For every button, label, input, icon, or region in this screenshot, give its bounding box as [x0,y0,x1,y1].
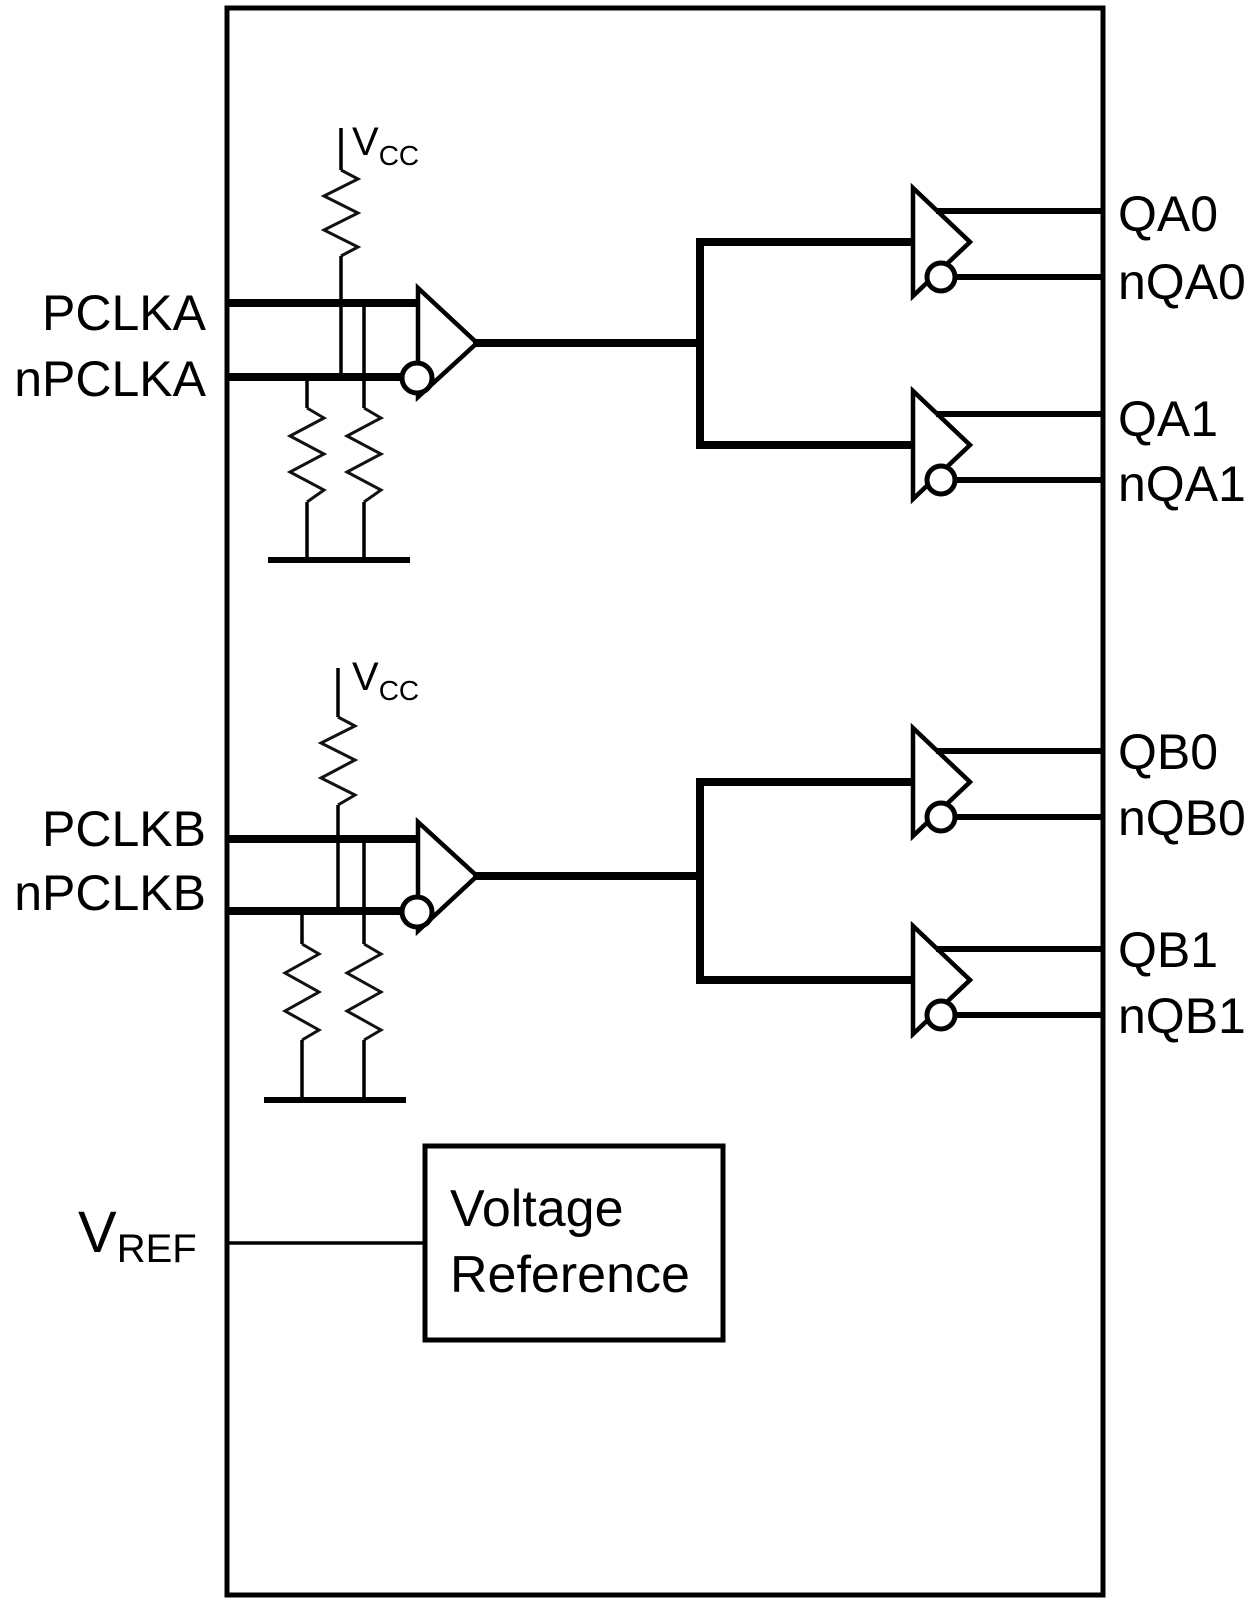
pulldown-resistor-a-left [286,406,328,504]
vcc-a-label: VCC [352,120,419,171]
nqa1-label: nQA1 [1118,456,1246,512]
qa1-label: QA1 [1118,391,1218,447]
nqb1-label: nQB1 [1118,988,1246,1044]
pclkb-label: PCLKB [42,801,206,857]
qb1-label: QB1 [1118,922,1218,978]
pclka-label: PCLKA [42,285,207,341]
voltage-reference-block [422,1143,726,1343]
input-buffer-a-invert-bubble [399,360,435,396]
channel-a [229,128,1103,563]
channel-b [229,668,1103,1103]
vcc-b-label-base: V [352,655,379,699]
output-buffer-qa1-invert-bubble [924,463,958,497]
vref-label-sub: REF [117,1227,197,1271]
npclka-label: nPCLKA [14,351,206,407]
pullup-resistor-a [320,168,362,258]
input-buffer-b-invert-bubble [399,894,435,930]
qb0-label: QB0 [1118,724,1218,780]
qa0-label: QA0 [1118,186,1218,242]
vcc-b-label-sub: CC [379,675,419,706]
voltage-reference-label-line2: Reference [450,1246,690,1304]
pulldown-resistor-a-right [343,406,385,504]
input-buffer-b [415,816,481,937]
output-buffer-qa0-invert-bubble [924,260,958,294]
nqb0-label: nQB0 [1118,790,1246,846]
nqa0-label: nQA0 [1118,254,1246,310]
pulldown-resistor-b-right [343,942,385,1042]
vcc-a-label-sub: CC [379,140,419,171]
pin-labels: PCLKA nPCLKA PCLKB nPCLKB VCC VCC VREF Q… [14,120,1246,1271]
pulldown-resistor-b-left [281,942,323,1042]
vcc-b-label: VCC [352,655,419,706]
pullup-resistor-b [317,715,359,807]
vref-label: VREF [78,1200,197,1271]
vcc-a-label-base: V [352,120,379,164]
vref-label-base: V [78,1200,117,1265]
npclkb-label: nPCLKB [14,865,206,921]
voltage-reference-section: Voltage Reference [229,1143,726,1343]
output-buffer-qb0-invert-bubble [924,800,958,834]
output-buffer-qb1-invert-bubble [924,998,958,1032]
voltage-reference-label-line1: Voltage [450,1180,624,1238]
input-buffer-a [415,282,481,403]
